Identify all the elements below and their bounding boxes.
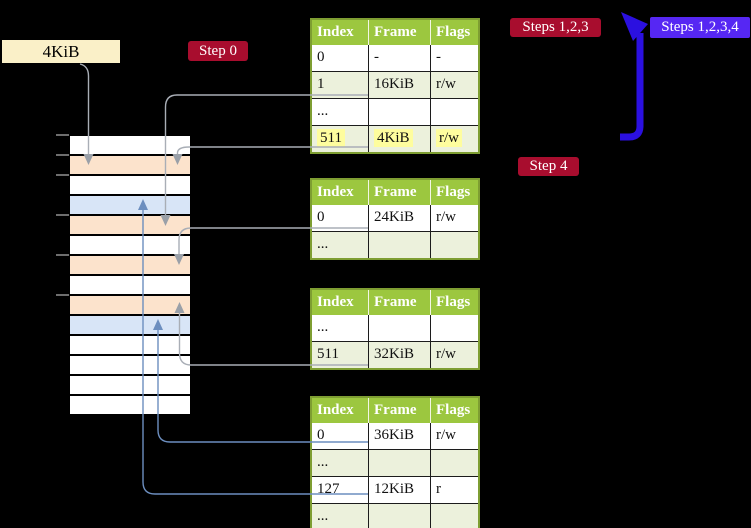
table-cell: r/w [430, 205, 478, 231]
table-cell: r/w [430, 126, 478, 152]
memory-frame-peach [70, 156, 190, 176]
table-cell: 12KiB [368, 477, 430, 503]
memory-frame-peach [70, 216, 190, 236]
table-cell: ... [317, 103, 329, 119]
memory-row [70, 276, 190, 296]
table-cell: 36KiB [368, 423, 430, 449]
steps-123-badge: Steps 1,2,3 [510, 18, 601, 37]
table-header-cell: Flags [430, 398, 478, 423]
table-cell: r/w [430, 342, 478, 368]
table-cell: 0 [317, 209, 325, 225]
memory-frame-blue [70, 316, 190, 336]
memory-frame-peach [70, 256, 190, 276]
table-cell: r/w [430, 423, 478, 449]
table-cell [430, 315, 478, 341]
table-cell: 16KiB [368, 72, 430, 98]
table-header-cell: Index [317, 402, 354, 418]
table-cell: 32KiB [368, 342, 430, 368]
table-cell [430, 99, 478, 125]
table-cell [430, 504, 478, 528]
physical-memory-column [70, 134, 190, 416]
memory-row [70, 176, 190, 196]
highlighted-value: 511 [317, 129, 345, 147]
table-cell: 511 [317, 346, 339, 362]
table-header-cell: Index [317, 24, 354, 40]
highlighted-value: 4KiB [374, 129, 413, 147]
memory-row [70, 356, 190, 376]
table-cell: r/w [430, 72, 478, 98]
table-cell: 0 [317, 427, 325, 443]
table-header-cell: Index [317, 294, 354, 310]
table-cell: ... [317, 454, 329, 470]
table-cell [368, 450, 430, 476]
table-header-cell: Flags [430, 290, 478, 315]
table-row: 0 -- [312, 45, 478, 71]
table-row: ... [312, 315, 478, 341]
table-cell [430, 232, 478, 258]
memory-address-ticks [56, 134, 69, 296]
steps-1234-badge: Steps 1,2,3,4 [650, 17, 750, 38]
table-header-cell: Flags [430, 20, 478, 45]
table-cell: 127 [317, 481, 340, 497]
table-row: 511 4KiB r/w [312, 125, 478, 152]
memory-row [70, 236, 190, 256]
table-header-cell: Flags [430, 180, 478, 205]
table-row: ... [312, 231, 478, 258]
table-header-cell: Frame [368, 398, 430, 423]
table-header-cell: Frame [368, 180, 430, 205]
memory-frame-blue [70, 196, 190, 216]
recursive-loop-arrowhead [621, 12, 648, 41]
table-cell: ... [317, 236, 329, 252]
memory-row [70, 336, 190, 356]
table-header-cell: Index [317, 184, 354, 200]
table-cell [430, 450, 478, 476]
table-cell [368, 99, 430, 125]
table-row: ... [312, 98, 478, 125]
table-cell: 4KiB [368, 126, 430, 152]
table-cell: - [368, 45, 430, 71]
table-header-cell: Frame [368, 20, 430, 45]
table-cell: 511 [312, 126, 368, 152]
step0-badge: Step 0 [188, 41, 248, 61]
table-cell [368, 504, 430, 528]
table-cell: 24KiB [368, 205, 430, 231]
memory-frame-peach [70, 296, 190, 316]
table-cell: ... [317, 508, 329, 524]
table-row: ... [312, 449, 478, 476]
table-cell: - [430, 45, 478, 71]
memory-row [70, 136, 190, 156]
memory-row [70, 376, 190, 396]
highlighted-value: r/w [436, 129, 462, 147]
table-header-cell: Frame [368, 290, 430, 315]
table-cell: ... [317, 319, 329, 335]
table-cell: 0 [317, 49, 325, 65]
step4-badge: Step 4 [518, 157, 579, 176]
memory-row [70, 396, 190, 416]
recursive-loop-arrow [620, 33, 644, 141]
table-cell [368, 315, 430, 341]
table-cell: 1 [317, 76, 325, 92]
table-cell: r [430, 477, 478, 503]
frame-address-label: 4KiB [2, 40, 120, 63]
table-cell [368, 232, 430, 258]
table-row: ... [312, 503, 478, 528]
